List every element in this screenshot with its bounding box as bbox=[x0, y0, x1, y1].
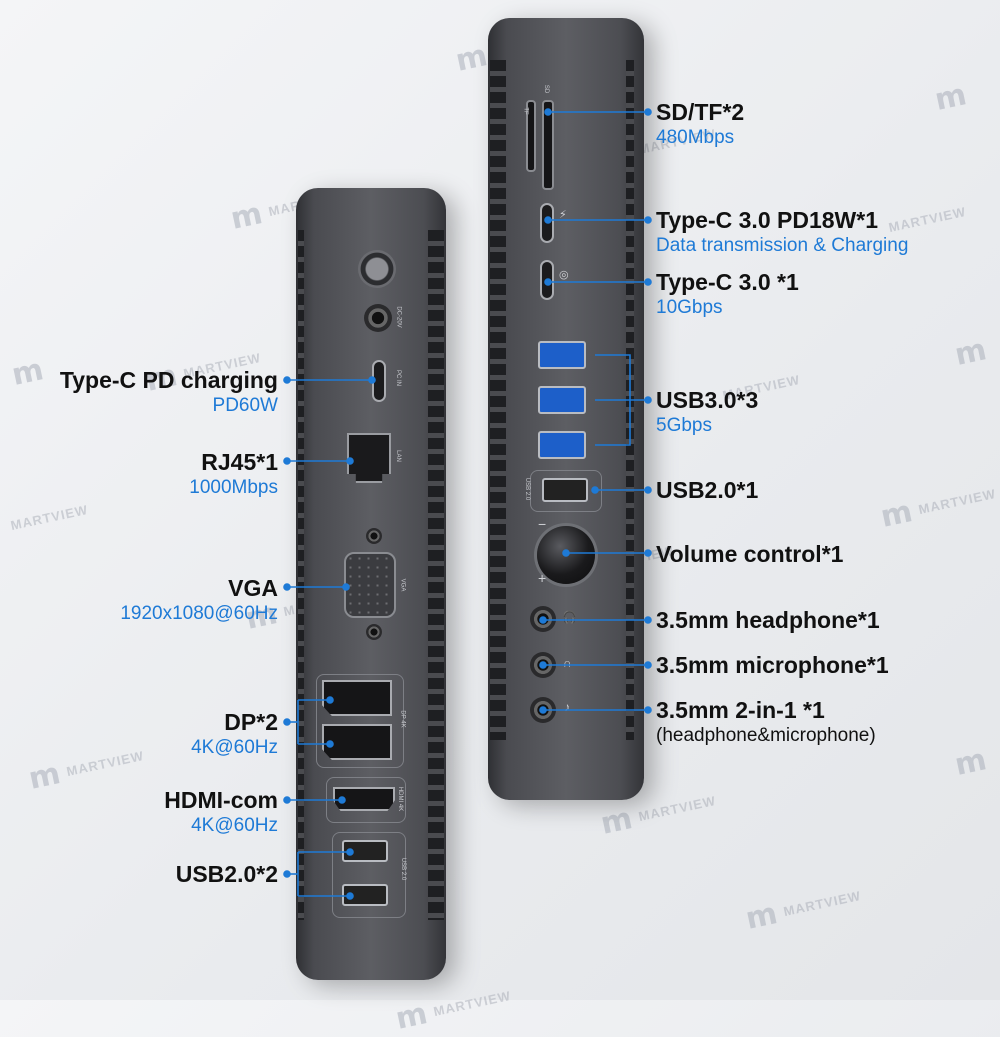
usb2-port-2 bbox=[342, 884, 388, 906]
usb2-port-1 bbox=[342, 840, 388, 862]
label-headphone: 3.5mm headphone*1 bbox=[656, 607, 880, 633]
label-microphone: 3.5mm microphone*1 bbox=[656, 652, 889, 678]
dc-power-port bbox=[364, 304, 392, 332]
vga-port bbox=[344, 552, 396, 618]
usb3-port-1 bbox=[538, 341, 586, 369]
usb3-port-3 bbox=[538, 431, 586, 459]
usb2r-frame bbox=[530, 470, 602, 512]
plus-mark: + bbox=[538, 570, 547, 586]
martview-logo-icon: m bbox=[392, 995, 432, 1037]
microphone-icon: ∩ bbox=[563, 656, 572, 670]
usb2-right-port bbox=[542, 478, 588, 502]
sd-card-slot bbox=[542, 100, 554, 190]
usb2-frame bbox=[332, 832, 406, 918]
leader-lines bbox=[283, 108, 652, 900]
label-usb2-right: USB2.0*1 bbox=[656, 477, 759, 503]
dp-port-1 bbox=[322, 680, 392, 716]
label-2-in-1: 3.5mm 2-in-1 *1(headphone&microphone) bbox=[656, 697, 876, 746]
minus-mark: − bbox=[538, 516, 547, 532]
usb3-port-2 bbox=[538, 386, 586, 414]
charge-icon: ⚡ bbox=[559, 209, 567, 221]
vga-screw bbox=[366, 624, 382, 640]
dp-port-2 bbox=[322, 724, 392, 760]
tf-card-slot bbox=[526, 100, 536, 172]
dp-frame bbox=[316, 674, 404, 768]
combo-audio-icon: ♪ bbox=[564, 700, 570, 714]
vga-screw bbox=[366, 528, 382, 544]
label-usb2-left: USB2.0*2 bbox=[175, 861, 278, 887]
label-volume-control: Volume control*1 bbox=[656, 541, 844, 567]
power-button[interactable] bbox=[358, 250, 396, 288]
data-icon: ◎ bbox=[559, 269, 569, 281]
